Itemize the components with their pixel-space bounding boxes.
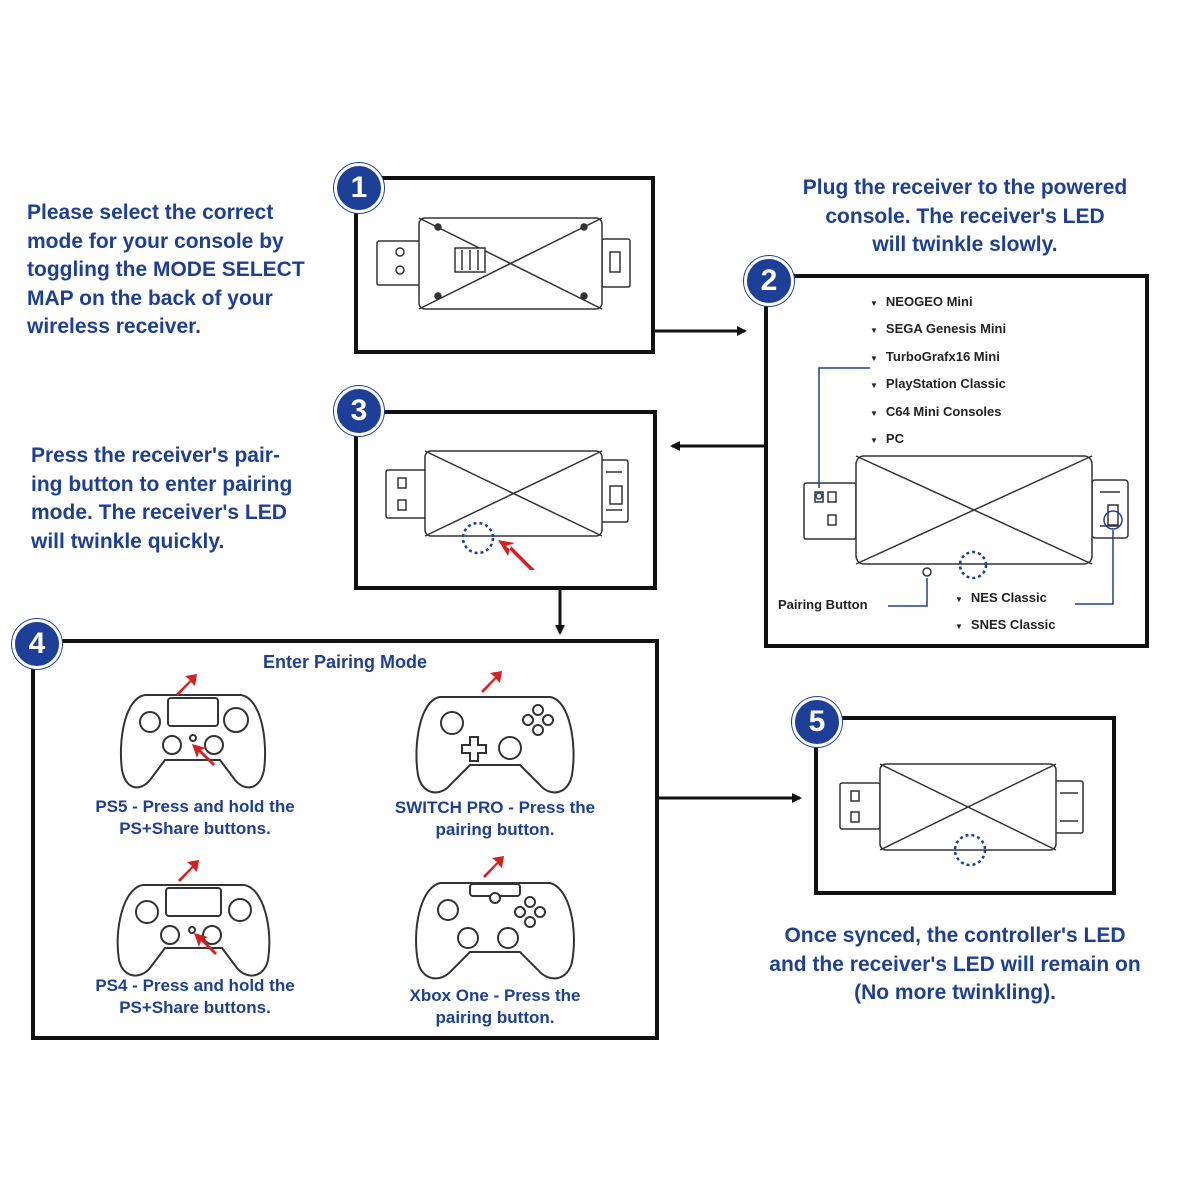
ps5-controller-icon <box>119 694 267 789</box>
red-arrow-step3 <box>498 540 535 570</box>
connector-arrows <box>555 326 802 803</box>
ps5-caption: PS5 - Press and hold the PS+Share button… <box>65 796 325 840</box>
xbox-one-caption: Xbox One - Press the pairing button. <box>370 985 620 1029</box>
xbox-one-red-arrow <box>483 856 504 878</box>
xbox-one-controller-icon <box>415 882 575 980</box>
receiver-step5 <box>839 763 1084 851</box>
step-4-badge: 4 <box>12 619 62 669</box>
switch-pro-caption: SWITCH PRO - Press the pairing button. <box>370 797 620 841</box>
step-2-instructions: Plug the receiver to the powered console… <box>765 174 1165 260</box>
pairing-button-highlight-step3 <box>461 521 495 555</box>
step-3-line: will twinkle quickly. <box>31 529 225 553</box>
ps4-controller-icon <box>116 884 271 977</box>
step-5-line: and the receiver's LED will remain on <box>769 952 1141 976</box>
step-5-line: (No more twinkling). <box>854 981 1056 1004</box>
step-2-line: console. The receiver's LED <box>825 204 1105 228</box>
switch-pro-red-arrow <box>481 671 502 693</box>
step-1-line: MAP on the back of your <box>27 286 273 310</box>
caption-line: PS+Share buttons. <box>119 819 271 838</box>
console-item: ▼C64 Mini Consoles <box>870 403 1002 419</box>
step-1-line: wireless receiver. <box>27 315 201 338</box>
console-list-bottom: ▼NES Classic ▼SNES Classic <box>955 585 1055 639</box>
step-1-instructions: Please select the correct mode for your … <box>27 199 347 342</box>
led-highlight-step5 <box>953 833 987 867</box>
step-3-instructions: Press the receiver's pair- ing button to… <box>31 442 341 556</box>
step-1-line: Please select the correct <box>27 201 274 224</box>
step-1-badge: 1 <box>334 163 384 213</box>
caption-line: pairing button. <box>435 820 555 839</box>
console-item: ▼PlayStation Classic <box>870 376 1006 392</box>
ps4-red-arrow-bottom <box>194 933 217 955</box>
console-item: ▼NEOGEO Mini <box>870 294 973 309</box>
caption-line: PS+Share buttons. <box>119 998 271 1017</box>
console-item: ▼NES Classic <box>955 590 1047 605</box>
step-1-line: toggling the MODE SELECT <box>27 258 305 281</box>
step-2-line: will twinkle slowly. <box>872 233 1058 256</box>
step-3-badge: 3 <box>334 386 384 436</box>
step-1-line: mode for your console by <box>27 229 284 253</box>
step-2-line: Plug the receiver to the powered <box>802 176 1128 199</box>
receiver-step2 <box>803 455 1129 577</box>
mode-switch-highlight-step2 <box>1103 510 1123 530</box>
caption-line: SWITCH PRO - Press the <box>394 798 596 817</box>
receiver-step3 <box>385 450 629 537</box>
console-item: ▼SEGA Genesis Mini <box>870 321 1007 337</box>
ps4-red-arrow-top <box>178 860 199 882</box>
pairing-button-label: Pairing Button <box>778 597 868 612</box>
console-list-top: ▼NEOGEO Mini ▼SEGA Genesis Mini ▼TurboGr… <box>870 289 1006 453</box>
ps4-caption: PS4 - Press and hold the PS+Share button… <box>65 975 325 1019</box>
console-item: ▼SNES Classic <box>955 617 1056 632</box>
switch-pro-controller-icon <box>415 696 575 794</box>
caption-line: Xbox One - Press the <box>409 986 581 1005</box>
caption-line: pairing button. <box>435 1008 555 1027</box>
console-item: ▼PC <box>870 431 904 447</box>
step-5-instructions: Once synced, the controller's LED and th… <box>735 922 1175 1008</box>
step2-leader-lines <box>818 367 1114 607</box>
caption-line: PS4 - Press and hold the <box>95 976 295 995</box>
step-2-badge: 2 <box>744 256 794 306</box>
pairing-mode-title: Enter Pairing Mode <box>262 652 428 672</box>
step-3-line: Press the receiver's pair- <box>31 444 280 467</box>
receiver-step1 <box>376 217 631 310</box>
step-5-badge: 5 <box>792 697 842 747</box>
ps5-red-arrow-top <box>176 674 197 696</box>
step-3-line: mode. The receiver's LED <box>31 501 287 524</box>
ps5-red-arrow-bottom <box>192 744 215 766</box>
caption-line: PS5 - Press and hold the <box>95 797 295 816</box>
step-5-line: Once synced, the controller's LED <box>784 924 1126 947</box>
console-item: ▼TurboGrafx16 Mini <box>870 348 1000 364</box>
step-3-line: ing button to enter pairing <box>31 472 293 496</box>
led-highlight-step2 <box>958 550 988 580</box>
